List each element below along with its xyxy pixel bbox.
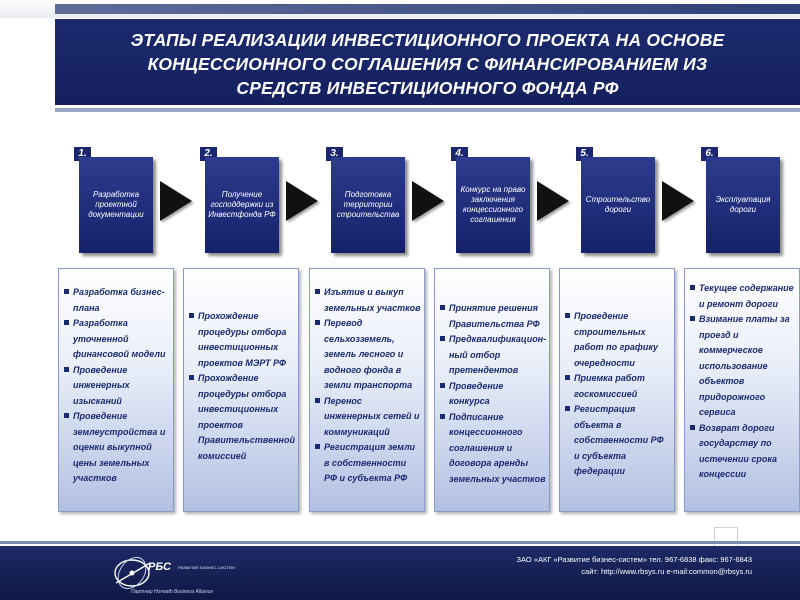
detail-card-6: Текущее содержание и ремонт дороги Взима… (684, 268, 800, 512)
title-banner: ЭТАПЫ РЕАЛИЗАЦИИ ИНВЕСТИЦИОННОГО ПРОЕКТА… (55, 19, 800, 105)
detail-item: Предквалификацион-ный отбор претендентов (439, 332, 546, 379)
detail-card-4: Принятие решения Правительства РФ Предкв… (434, 268, 550, 512)
contact-line: сайт: http://www.rbsys.ru e-mail:common@… (581, 567, 752, 576)
detail-item: Прохождение процедуры отбора инвестицион… (188, 371, 295, 464)
detail-item: Разработка уточненной финансовой модели (63, 316, 170, 363)
slide-title: ЭТАПЫ РЕАЛИЗАЦИИ ИНВЕСТИЦИОННОГО ПРОЕКТА… (55, 28, 800, 100)
detail-list: Принятие решения Правительства РФ Предкв… (439, 301, 546, 487)
partner-text: Партнер Horwath Business Alliance (131, 589, 214, 595)
title-line: СРЕДСТВ ИНВЕСТИЦИОННОГО ФОНДА РФ (236, 78, 619, 98)
detail-item: Перенос инженерных сетей и коммуникаций (314, 394, 421, 441)
detail-card-1: Разработка бизнес-плана Разработка уточн… (58, 268, 174, 512)
flow-arrow (537, 181, 569, 221)
title-divider (55, 108, 800, 112)
logo-text: РБС (148, 561, 171, 573)
detail-item: Текущее содержание и ремонт дороги (689, 281, 796, 312)
stage-label: Эксплуатация дороги (715, 195, 771, 214)
stage-box-1: Разработка проектной документации (79, 157, 153, 253)
stage-label: Разработка проектной документации (88, 190, 144, 219)
stage-box-4: Конкурс на право заключения концессионно… (456, 157, 530, 253)
company-logo-icon (114, 556, 151, 590)
detail-item: Проведение инженерных изысканий (63, 363, 170, 410)
detail-item: Проведение строительных работ по графику… (564, 309, 671, 371)
stage-box-5: Строительство дороги (581, 157, 655, 253)
detail-card-2: Прохождение процедуры отбора инвестицион… (183, 268, 299, 512)
stage-label: Подготовка территории строительства (336, 190, 400, 219)
detail-item: Перевод сельхозземель, земель лесного и … (314, 316, 421, 394)
flow-arrow (286, 181, 318, 221)
stage-label: Конкурс на право заключения концессионно… (460, 185, 526, 224)
detail-item: Разработка бизнес-плана (63, 285, 170, 316)
detail-item: Изъятие и выкуп земельных участков (314, 285, 421, 316)
detail-list: Прохождение процедуры отбора инвестицион… (188, 309, 295, 464)
detail-item: Регистрация земли в собственности РФ и с… (314, 440, 421, 487)
stage-box-2: Получение господдержки из Инвестфонда РФ (205, 157, 279, 253)
stage-label: Получение господдержки из Инвестфонда РФ (208, 190, 276, 219)
contact-line: ЗАО «АКГ «Развитие бизнес-систем» тел. 9… (516, 555, 753, 564)
detail-card-5: Проведение строительных работ по графику… (559, 268, 675, 512)
detail-item: Принятие решения Правительства РФ (439, 301, 546, 332)
detail-item: Приемка работ госкомиссией (564, 371, 671, 402)
detail-item: Возврат дороги государству по истечении … (689, 421, 796, 483)
stage-box-3: Подготовка территории строительства (331, 157, 405, 253)
detail-item: Подписание концессионного соглашения и д… (439, 410, 546, 488)
flow-arrow (412, 181, 444, 221)
logo-subtitle: РАЗВИТИЕ БИЗНЕС-СИСТЕМ (178, 565, 235, 570)
title-line: ЭТАПЫ РЕАЛИЗАЦИИ ИНВЕСТИЦИОННОГО ПРОЕКТА… (130, 30, 725, 50)
detail-card-3: Изъятие и выкуп земельных участков Перев… (309, 268, 425, 512)
detail-list: Проведение строительных работ по графику… (564, 309, 671, 480)
detail-item: Регистрация объекта в собственности РФ и… (564, 402, 671, 480)
top-stripe (55, 4, 800, 14)
detail-item: Проведение землеустройства и оценки выку… (63, 409, 170, 487)
top-bar (0, 0, 800, 18)
detail-list: Изъятие и выкуп земельных участков Перев… (314, 285, 421, 487)
detail-item: Прохождение процедуры отбора инвестицион… (188, 309, 295, 371)
title-line: КОНЦЕССИОННОГО СОГЛАШЕНИЯ С ФИНАНСИРОВАН… (147, 54, 708, 74)
detail-list: Разработка бизнес-плана Разработка уточн… (63, 285, 170, 487)
stage-box-6: Эксплуатация дороги (706, 157, 780, 253)
detail-list: Текущее содержание и ремонт дороги Взима… (689, 281, 796, 483)
flow-arrow (662, 181, 694, 221)
detail-item: Проведение конкурса (439, 379, 546, 410)
detail-item: Взимание платы за проезд и коммерческое … (689, 312, 796, 421)
footer-line (0, 541, 800, 544)
flow-arrow (160, 181, 192, 221)
stage-label: Строительство дороги (585, 195, 651, 214)
